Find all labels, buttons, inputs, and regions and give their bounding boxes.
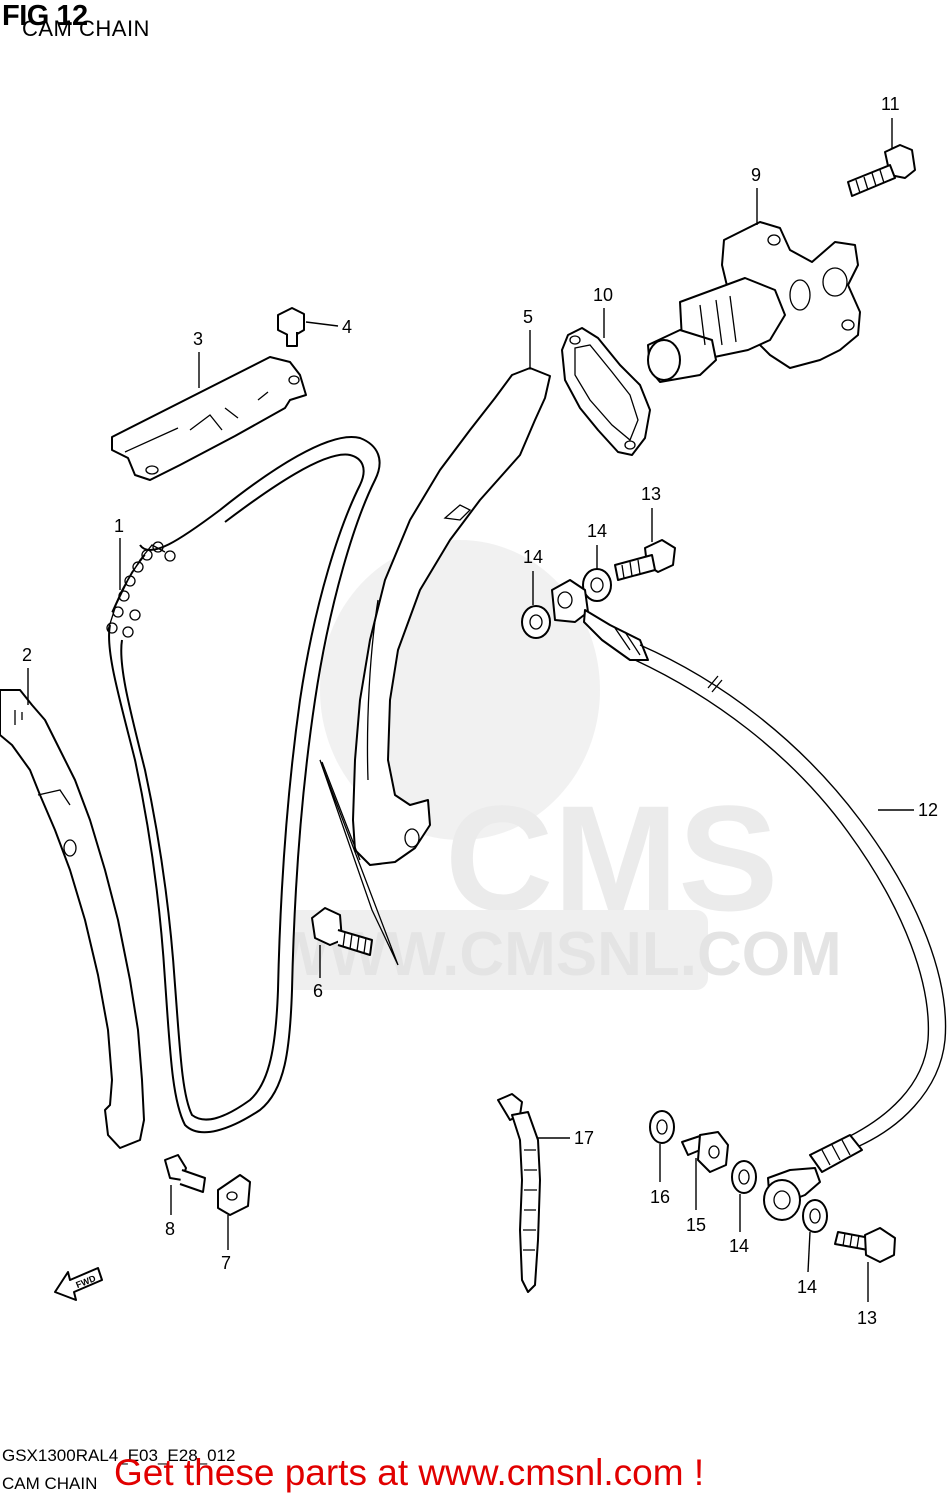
svg-text:2: 2	[22, 645, 32, 665]
callout-14-b: 14	[523, 547, 543, 605]
footer-diagram-code: GSX1300RAL4_E03_E28_012	[2, 1446, 236, 1465]
svg-text:5: 5	[523, 307, 533, 327]
svg-text:14: 14	[587, 521, 607, 541]
callout-7: 7	[221, 1215, 231, 1273]
part-3-chain-guide-top	[111, 356, 307, 481]
callout-8: 8	[165, 1185, 175, 1239]
svg-text:6: 6	[313, 981, 323, 1001]
part-2-chain-guide	[0, 689, 145, 1149]
svg-text:7: 7	[221, 1253, 231, 1273]
part-9-tensioner-adjuster	[647, 221, 861, 383]
part-17-cable-tie	[497, 1093, 541, 1293]
callout-15: 15	[686, 1158, 706, 1235]
watermark-url: WWW.CMSNL.COM	[270, 920, 842, 989]
svg-text:4: 4	[342, 317, 352, 337]
svg-text:13: 13	[641, 484, 661, 504]
svg-text:13: 13	[857, 1308, 877, 1328]
callout-17: 17	[538, 1128, 594, 1148]
chain-links-detail	[106, 541, 176, 638]
part-5-chain-guide-right	[352, 367, 551, 866]
part-11-bolt	[847, 144, 916, 197]
part-10-gasket	[561, 327, 651, 456]
part-8-bolt	[164, 1154, 206, 1193]
part-12-oil-hose	[551, 579, 947, 1221]
callout-14-c: 14	[729, 1194, 749, 1256]
callout-9: 9	[751, 165, 761, 225]
footer-title: CAM CHAIN	[2, 1474, 98, 1493]
callout-16: 16	[650, 1144, 670, 1207]
svg-text:14: 14	[729, 1236, 749, 1256]
callout-11: 11	[881, 94, 900, 148]
part-16-washer	[649, 1110, 675, 1144]
callout-10: 10	[593, 285, 613, 338]
callout-13-upper: 13	[641, 484, 661, 542]
svg-text:3: 3	[193, 329, 203, 349]
callout-13-lower: 13	[857, 1262, 877, 1328]
svg-text:10: 10	[593, 285, 613, 305]
part-14-washers	[521, 568, 828, 1233]
callout-6: 6	[313, 945, 323, 1001]
svg-text:17: 17	[574, 1128, 594, 1148]
svg-text:8: 8	[165, 1219, 175, 1239]
svg-text:11: 11	[881, 94, 900, 114]
part-6-pivot-bolt	[311, 907, 373, 956]
fwd-direction-marker: FWD	[54, 1267, 103, 1301]
callouts: 1 2 3 4 5 6 7 8 9 10 11 12 13 13 14 14 1…	[22, 94, 938, 1328]
callout-5: 5	[523, 307, 533, 368]
figure-subtitle: CAM CHAIN	[22, 16, 150, 41]
figure-number: FIG 12	[2, 0, 88, 32]
callout-12: 12	[878, 800, 938, 820]
callout-3: 3	[193, 329, 203, 388]
svg-text:12: 12	[918, 800, 938, 820]
svg-text:1: 1	[114, 516, 124, 536]
callout-14-d: 14	[797, 1231, 817, 1297]
svg-text:9: 9	[751, 165, 761, 185]
part-7-washer-plate	[217, 1174, 251, 1216]
part-4-bolt	[277, 307, 305, 347]
callout-1: 1	[114, 516, 124, 590]
part-13-union-bolt-upper	[614, 539, 676, 581]
promo-link[interactable]: Get these parts at www.cmsnl.com !	[114, 1452, 705, 1493]
part-1-cam-chain	[106, 435, 381, 1134]
svg-text:15: 15	[686, 1215, 706, 1235]
svg-text:14: 14	[797, 1277, 817, 1297]
svg-text:16: 16	[650, 1187, 670, 1207]
callout-14-a: 14	[587, 521, 607, 570]
callout-2: 2	[22, 645, 32, 705]
callout-4: 4	[305, 317, 352, 337]
svg-text:14: 14	[523, 547, 543, 567]
part-15-bolt	[681, 1131, 729, 1173]
triangle-marker	[319, 759, 399, 966]
part-13-union-bolt-lower	[834, 1227, 896, 1263]
